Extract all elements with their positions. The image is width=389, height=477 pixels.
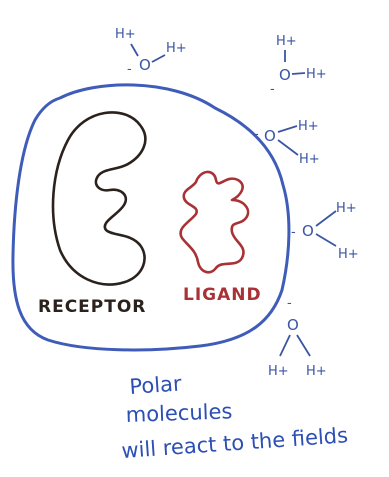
water-molecule-2: H+ - O H+ xyxy=(270,34,327,97)
water-molecule-1: H+ - O H+ xyxy=(115,27,187,77)
water-molecule-5: - O H+ H+ xyxy=(268,296,327,379)
molecule-2-oxygen: O xyxy=(279,66,291,84)
molecule-1-minus: - xyxy=(127,62,132,77)
molecule-5-h-left: H+ xyxy=(268,364,289,379)
molecule-2-minus: - xyxy=(270,82,275,97)
molecule-3-oxygen: O xyxy=(264,127,276,145)
molecule-5-bond-left xyxy=(280,335,290,356)
molecule-5-oxygen: O xyxy=(287,316,299,334)
molecule-4-minus: - xyxy=(291,225,296,240)
caption-line-3: will react to the fields xyxy=(121,423,349,463)
molecule-1-bond-left xyxy=(131,44,138,56)
molecule-2-bond-right xyxy=(292,73,305,74)
receptor-shape xyxy=(53,112,145,284)
molecule-4-bond-top xyxy=(316,211,336,226)
molecule-2-h-right: H+ xyxy=(306,67,327,82)
molecule-1-h-left: H+ xyxy=(115,27,136,42)
molecule-2-h-top: H+ xyxy=(276,34,297,49)
molecule-3-h-bottom: H+ xyxy=(299,152,320,167)
molecule-5-h-right: H+ xyxy=(306,364,327,379)
molecule-4-h-top: H+ xyxy=(336,201,357,216)
ligand-shape xyxy=(181,172,249,272)
molecule-3-bond-top xyxy=(278,126,297,132)
caption-line-2: molecules xyxy=(125,399,232,427)
molecule-1-h-right: H+ xyxy=(166,41,187,56)
water-molecule-3: - O H+ H+ xyxy=(254,119,320,167)
molecule-3-bond-bottom xyxy=(278,140,298,155)
molecule-4-bond-bottom xyxy=(316,234,336,246)
water-molecule-4: - O H+ H+ xyxy=(291,201,359,262)
molecule-1-oxygen: O xyxy=(139,56,151,74)
molecule-3-minus: - xyxy=(254,127,259,142)
caption-line-1: Polar xyxy=(129,371,183,399)
molecule-4-h-bottom: H+ xyxy=(338,247,359,262)
receptor-label: RECEPTOR xyxy=(38,297,146,317)
molecule-5-bond-right xyxy=(297,335,310,356)
molecule-3-h-top: H+ xyxy=(298,119,319,134)
molecule-5-minus: - xyxy=(287,296,292,311)
molecule-1-bond-right xyxy=(152,55,165,62)
ligand-label: LIGAND xyxy=(183,285,262,305)
molecule-4-oxygen: O xyxy=(302,222,314,240)
